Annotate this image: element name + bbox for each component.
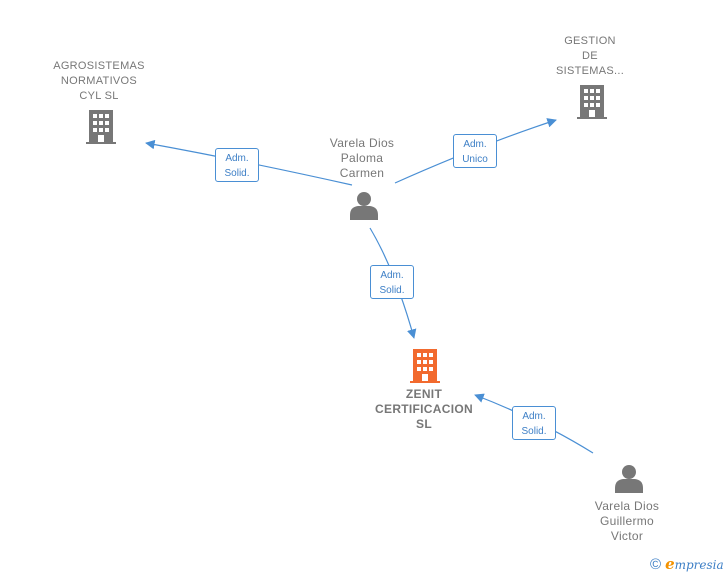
brand-logo[interactable]: empresia [665,555,724,573]
node-label-gestion[interactable]: GESTION DE SISTEMAS... [540,34,640,79]
copyright-icon: © [650,555,662,573]
node-label-line: ZENIT [405,387,443,401]
node-label-line: NORMATIVOS [60,75,138,87]
node-label-zenit[interactable]: ZENIT CERTIFICACION SL [364,387,484,432]
relation-badge-paloma-zenit[interactable]: Adm. Solid. [370,265,414,299]
node-label-line: CYL SL [79,90,119,102]
node-label-line: GESTION [564,35,616,47]
relation-role: Adm. [380,270,404,281]
person-icon[interactable] [350,192,378,220]
brand-rest: mpresia [674,558,724,572]
brand-footer: © empresia [650,555,724,573]
relation-type: Solid. [379,285,405,296]
node-label-line: Victor [610,529,644,543]
relation-type: Solid. [224,168,250,179]
node-label-line: AGROSISTEMAS [53,60,145,72]
relation-type: Unico [462,154,488,165]
brand-initial: e [665,555,675,573]
node-label-line: SISTEMAS... [555,65,625,77]
relation-type: Solid. [521,426,547,437]
relation-role: Adm. [522,411,546,422]
relation-role: Adm. [225,153,249,164]
node-label-line: Guillermo [599,514,655,528]
node-label-line: DE [582,50,598,62]
node-label-agrosistemas[interactable]: AGROSISTEMAS NORMATIVOS CYL SL [44,59,154,104]
node-label-varela-paloma[interactable]: Varela Dios Paloma Carmen [312,136,412,181]
node-label-line: Varela Dios [594,499,660,513]
node-label-line: SL [416,417,432,431]
building-icon[interactable] [86,110,116,144]
node-label-line: Carmen [339,166,385,180]
person-icon[interactable] [615,465,643,493]
relation-badge-guillermo-zenit[interactable]: Adm. Solid. [512,406,556,440]
building-icon[interactable] [577,85,607,119]
node-label-line: CERTIFICACION [375,402,473,416]
relation-badge-paloma-gestion[interactable]: Adm. Unico [453,134,497,168]
node-label-line: Paloma [340,151,384,165]
relation-role: Adm. [463,139,487,150]
building-icon-focus[interactable] [410,349,440,383]
node-label-line: Varela Dios [329,136,395,150]
relation-badge-paloma-agrosistemas[interactable]: Adm. Solid. [215,148,259,182]
node-label-varela-guillermo[interactable]: Varela Dios Guillermo Victor [577,499,677,544]
